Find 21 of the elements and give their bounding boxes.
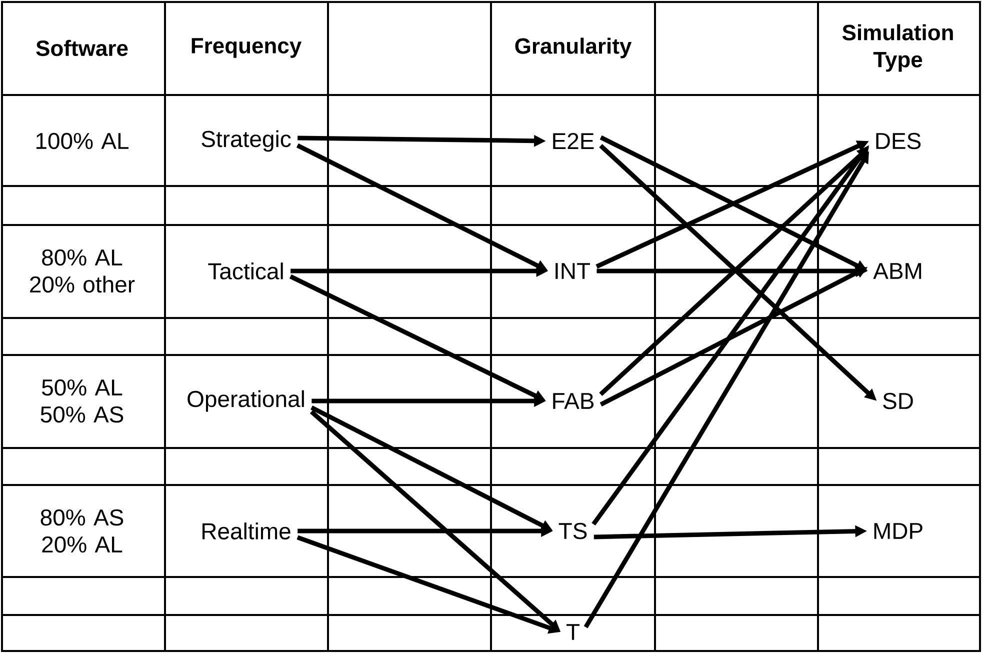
node-text: Tactical [208, 262, 283, 280]
cell-text: 80% AL 20% other [30, 249, 135, 293]
node-text: MDP [874, 523, 922, 539]
header-text: Frequency [192, 38, 302, 58]
node-text: TS [558, 522, 587, 540]
cell-text: 50% AL 50% AS [40, 379, 124, 423]
node-text: E2E [553, 132, 594, 150]
node-text: FAB [553, 393, 594, 409]
cell-text: 100% AL [36, 132, 129, 150]
node-text: ABM [873, 263, 922, 279]
node-text: DES [876, 132, 921, 150]
header-text: Simulation Type [842, 24, 953, 72]
node-text: Strategic [202, 130, 291, 152]
node-text: SD [883, 392, 913, 410]
node-text: INT [556, 263, 590, 279]
cell-text: 80% AS 20% AL [40, 509, 124, 553]
node-text: Operational [188, 390, 304, 412]
node-text: Realtime [202, 522, 290, 540]
node-text: T [566, 624, 580, 640]
header-text: Granularity [515, 38, 632, 58]
header-text: Software [36, 40, 128, 56]
